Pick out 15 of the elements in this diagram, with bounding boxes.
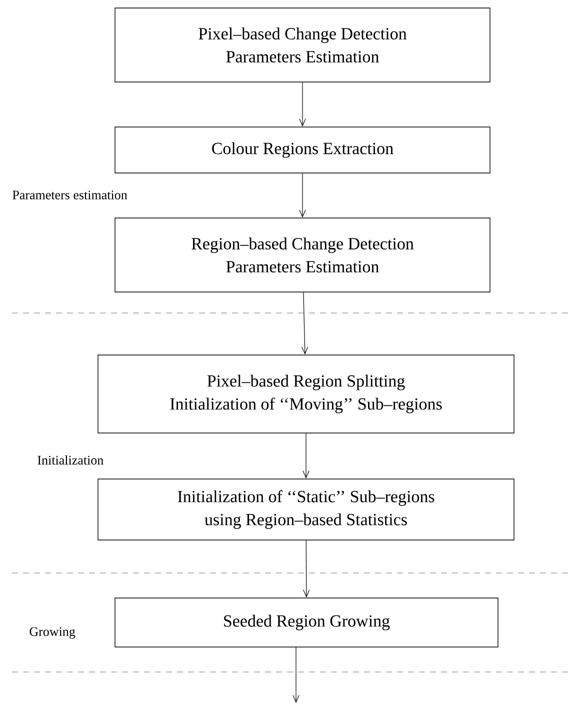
stage-label: Initialization [38,455,104,465]
process-box: Seeded Region Growing [114,598,498,648]
arrow [299,82,306,127]
stage-label: Growing [30,627,76,639]
process-box: Pixel–based Change Detection Parameters Estimation [114,8,490,82]
process-box: Colour Regions Extraction [114,126,490,174]
process-box: Initialization of ‘‘Static’’ Sub–regions using Region–based Statistics [98,478,514,540]
arrow [302,292,308,355]
arrow [303,540,310,598]
arrow [302,433,310,479]
stage-label: Parameters estimation [12,190,128,200]
process-box: Region–based Change Detection Parameters Estimation [114,218,490,292]
arrow [299,173,306,218]
arrow [292,647,300,703]
process-box: Pixel–based Region Splitting Initialization of ‘‘Moving’’ Sub–regions [98,354,514,434]
